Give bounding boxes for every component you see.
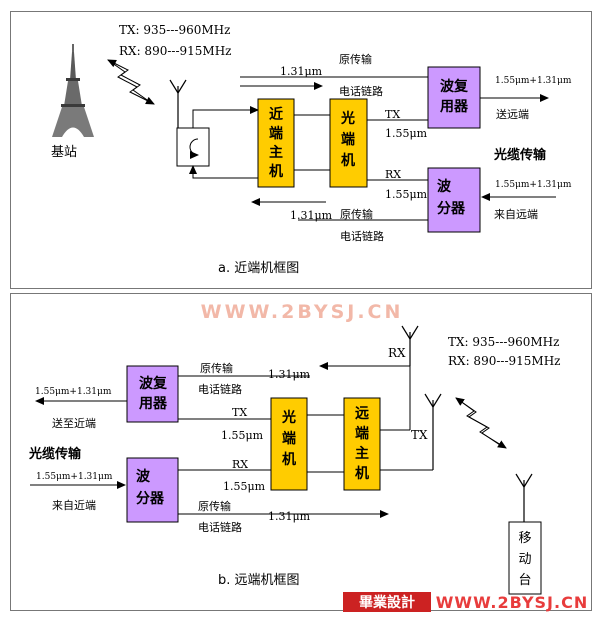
- demux-label: 波: [437, 178, 452, 195]
- optical-unit-char: 机: [341, 152, 355, 169]
- base-station-label: 基站: [51, 145, 77, 160]
- far-end-host-box: [343, 397, 381, 491]
- footer-badge-bg: [343, 592, 431, 612]
- wdm-mux-box: [427, 66, 481, 129]
- radio-wave-icon: [107, 59, 151, 103]
- orig-link-label: 原传输: [339, 52, 372, 66]
- mux-label: 波复: [139, 375, 168, 392]
- far-host-char: 远: [355, 406, 369, 422]
- antenna-icon: [424, 393, 442, 470]
- wavelength-label: 1.55μm: [223, 480, 266, 493]
- mobile-station-box: [508, 521, 542, 595]
- radio-wave-icon: [455, 397, 507, 449]
- far-host-char: 主: [355, 445, 369, 462]
- wire: [192, 106, 259, 128]
- panel-a-frame: [10, 11, 592, 289]
- from-far-label: 来自远端: [494, 208, 538, 221]
- near-host-char: 端: [269, 125, 283, 142]
- caption-b: b. 远端机框图: [218, 573, 300, 588]
- freq-rx-label: RX: 890---915MHz: [119, 44, 231, 58]
- optical-unit-box: [270, 397, 308, 491]
- freq-tx-label: TX: 935---960MHz: [119, 23, 230, 37]
- mobile-char: 移: [518, 531, 531, 546]
- demux-label: 分器: [136, 491, 165, 507]
- near-host-char: 近: [269, 106, 283, 123]
- wavelength-label: 1.31μm: [268, 510, 311, 523]
- circulator-icon: [189, 138, 199, 159]
- wavelength-mix-label: 1.55μm+1.31μm: [495, 76, 572, 86]
- far-host-char: 端: [355, 425, 369, 442]
- orig-link-label: 原传输: [198, 499, 231, 513]
- radio-wave-icon: [107, 59, 155, 105]
- mux-label: 用器: [440, 99, 469, 115]
- wdm-demux-box: [126, 457, 179, 523]
- mux-label: 用器: [139, 396, 168, 412]
- optical-unit-box: [329, 98, 368, 188]
- orig-link-label: 电话链路: [198, 382, 242, 396]
- rx-label: RX: [232, 458, 248, 471]
- mux-label: 波复: [440, 78, 469, 95]
- wavelength-label: 1.31μm: [268, 368, 311, 381]
- near-end-host-box: [257, 98, 295, 188]
- circulator-box: [176, 127, 210, 167]
- wdm-mux-box: [126, 365, 179, 423]
- far-host-char: 机: [355, 465, 369, 482]
- orig-link-label: 电话链路: [198, 520, 242, 534]
- rx-label: RX: [385, 168, 401, 181]
- orig-link-label: 电话链路: [340, 229, 384, 243]
- mobile-char: 台: [518, 573, 531, 588]
- footer-badge-text: 畢業設計: [359, 594, 415, 611]
- optical-unit-char: 端: [282, 430, 296, 447]
- freq-tx-label: TX: 935---960MHz: [448, 335, 559, 349]
- wavelength-mix-label: 1.55μm+1.31μm: [495, 180, 572, 190]
- demux-label: 分器: [437, 201, 466, 217]
- wavelength-label: 1.55μm: [385, 127, 428, 140]
- radio-wave-icon: [455, 397, 501, 446]
- fiber-label: 光缆传输: [28, 446, 82, 462]
- caption-a: a. 近端机框图: [218, 261, 299, 276]
- footer-url: WWW.2BYSJ.CN: [436, 593, 588, 612]
- wavelength-label: 1.55μm: [221, 429, 264, 442]
- wavelength-label: 1.55μm: [385, 188, 428, 201]
- orig-link-label: 原传输: [340, 207, 373, 221]
- tx-label: TX: [385, 108, 400, 121]
- optical-unit-char: 端: [341, 131, 355, 148]
- tx-label: TX: [232, 406, 247, 419]
- optical-unit-char: 光: [281, 409, 296, 426]
- optical-unit-char: 光: [340, 110, 355, 127]
- tx-antenna-label: TX: [411, 428, 428, 442]
- wire: [189, 165, 258, 179]
- rx-antenna-label: RX: [388, 346, 406, 360]
- near-host-char: 主: [269, 144, 283, 161]
- near-host-char: 机: [269, 163, 283, 180]
- send-far-label: 送远端: [496, 107, 529, 121]
- orig-link-label: 原传输: [200, 361, 233, 375]
- wavelength-mix-label: 1.55μm+1.31μm: [35, 387, 112, 397]
- freq-rx-label: RX: 890---915MHz: [448, 354, 560, 368]
- watermark-text: WWW.2BYSJ.CN: [201, 301, 404, 323]
- mobile-char: 动: [518, 552, 531, 567]
- optical-unit-char: 机: [282, 451, 296, 468]
- base-station-tower-icon: [52, 44, 94, 137]
- from-near-label: 来自近端: [52, 499, 96, 512]
- wavelength-label: 1.31μm: [280, 65, 323, 78]
- antenna-icon: [515, 473, 533, 522]
- send-near-label: 送至近端: [52, 416, 96, 430]
- demux-label: 波: [136, 468, 151, 485]
- fiber-label: 光缆传输: [493, 147, 547, 163]
- antenna-icon: [169, 79, 187, 128]
- panel-b-frame: [10, 293, 592, 611]
- orig-link-label: 电话链路: [339, 84, 383, 98]
- wavelength-label: 1.31μm: [290, 209, 333, 222]
- wdm-demux-box: [427, 167, 481, 233]
- wavelength-mix-label: 1.55μm+1.31μm: [36, 472, 113, 482]
- antenna-icon: [401, 325, 419, 366]
